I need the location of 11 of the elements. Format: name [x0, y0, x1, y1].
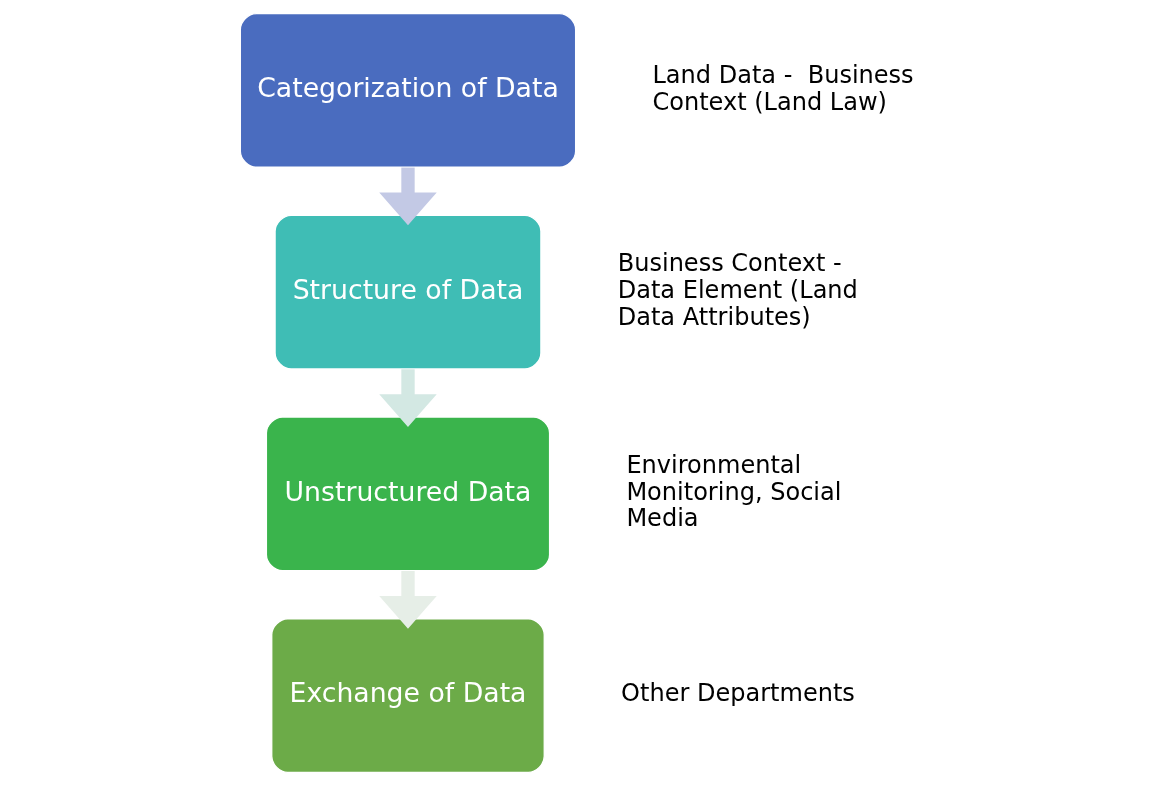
node-label: Environmental Monitoring, Social Media	[625, 451, 841, 533]
node-label: Land Data - Business Context (Land Law)	[651, 60, 914, 116]
node-label: Other Departments	[620, 679, 855, 708]
arrow	[378, 167, 437, 226]
node-label: Business Context - Data Element (Land Data Attributes)	[617, 249, 858, 331]
arrow	[378, 369, 437, 428]
node-box: Unstructured Data	[265, 416, 550, 572]
arrow	[378, 571, 437, 629]
node-box: Categorization of Data	[239, 12, 576, 168]
node-box: Structure of Data	[273, 214, 542, 370]
node-box: Exchange of Data	[270, 618, 545, 774]
